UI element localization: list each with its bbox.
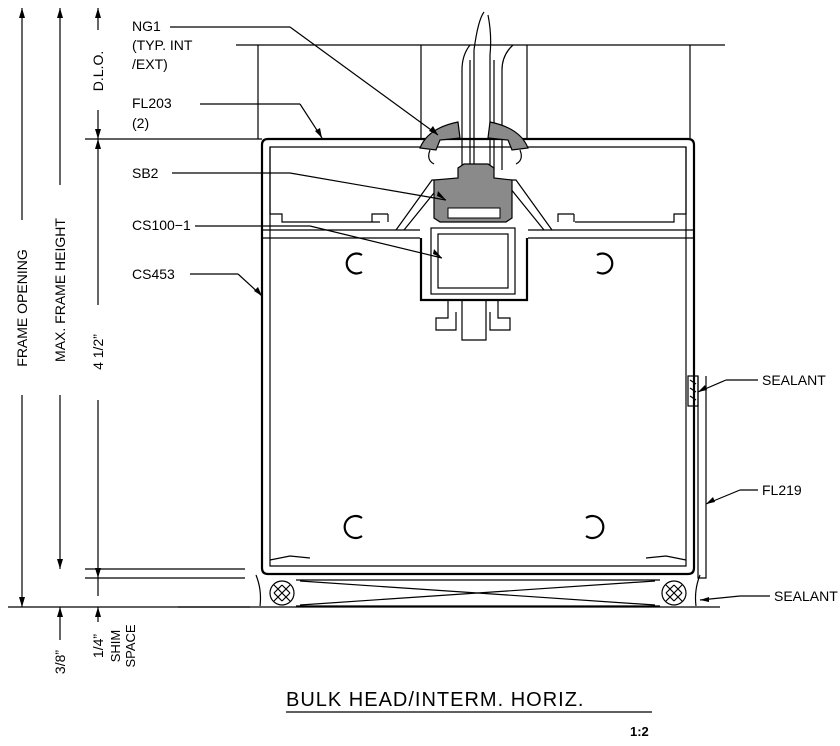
ng1-note-line1: (TYP. INT bbox=[132, 37, 193, 53]
frame-opening-label: FRAME OPENING bbox=[14, 249, 30, 366]
fl203-qty-label: (2) bbox=[132, 115, 149, 131]
leader-lines bbox=[170, 26, 770, 602]
gaskets bbox=[419, 121, 529, 223]
dimension-lines bbox=[8, 8, 725, 640]
ng1-label: NG1 bbox=[132, 18, 161, 34]
max-frame-height-label: MAX. FRAME HEIGHT bbox=[52, 218, 68, 362]
fl203-label: FL203 bbox=[132, 95, 172, 111]
sb2-label: SB2 bbox=[132, 165, 159, 181]
drawing-scale: 1:2 bbox=[630, 724, 649, 739]
bottom-gap-label: 3/8” bbox=[52, 650, 68, 674]
shim-label: SHIM bbox=[108, 630, 123, 663]
cs453-label: CS453 bbox=[132, 266, 175, 282]
sill-area bbox=[178, 574, 720, 608]
cs100-label: CS100−1 bbox=[132, 217, 191, 233]
drawing-title: BULK HEAD/INTERM. HORIZ. bbox=[286, 689, 584, 711]
glass-lines bbox=[257, 11, 691, 170]
sealant-bottom-label: SEALANT bbox=[774, 588, 838, 604]
height-value-label: 4 1/2” bbox=[90, 334, 106, 370]
shim-value-label: 1/4” bbox=[90, 634, 106, 658]
dlo-label: D.L.O. bbox=[90, 51, 106, 91]
space-label: SPACE bbox=[123, 624, 138, 667]
ng1-note-line2: /EXT) bbox=[132, 56, 168, 72]
sealant-top-label: SEALANT bbox=[762, 372, 826, 388]
fl219-label: FL219 bbox=[762, 482, 802, 498]
